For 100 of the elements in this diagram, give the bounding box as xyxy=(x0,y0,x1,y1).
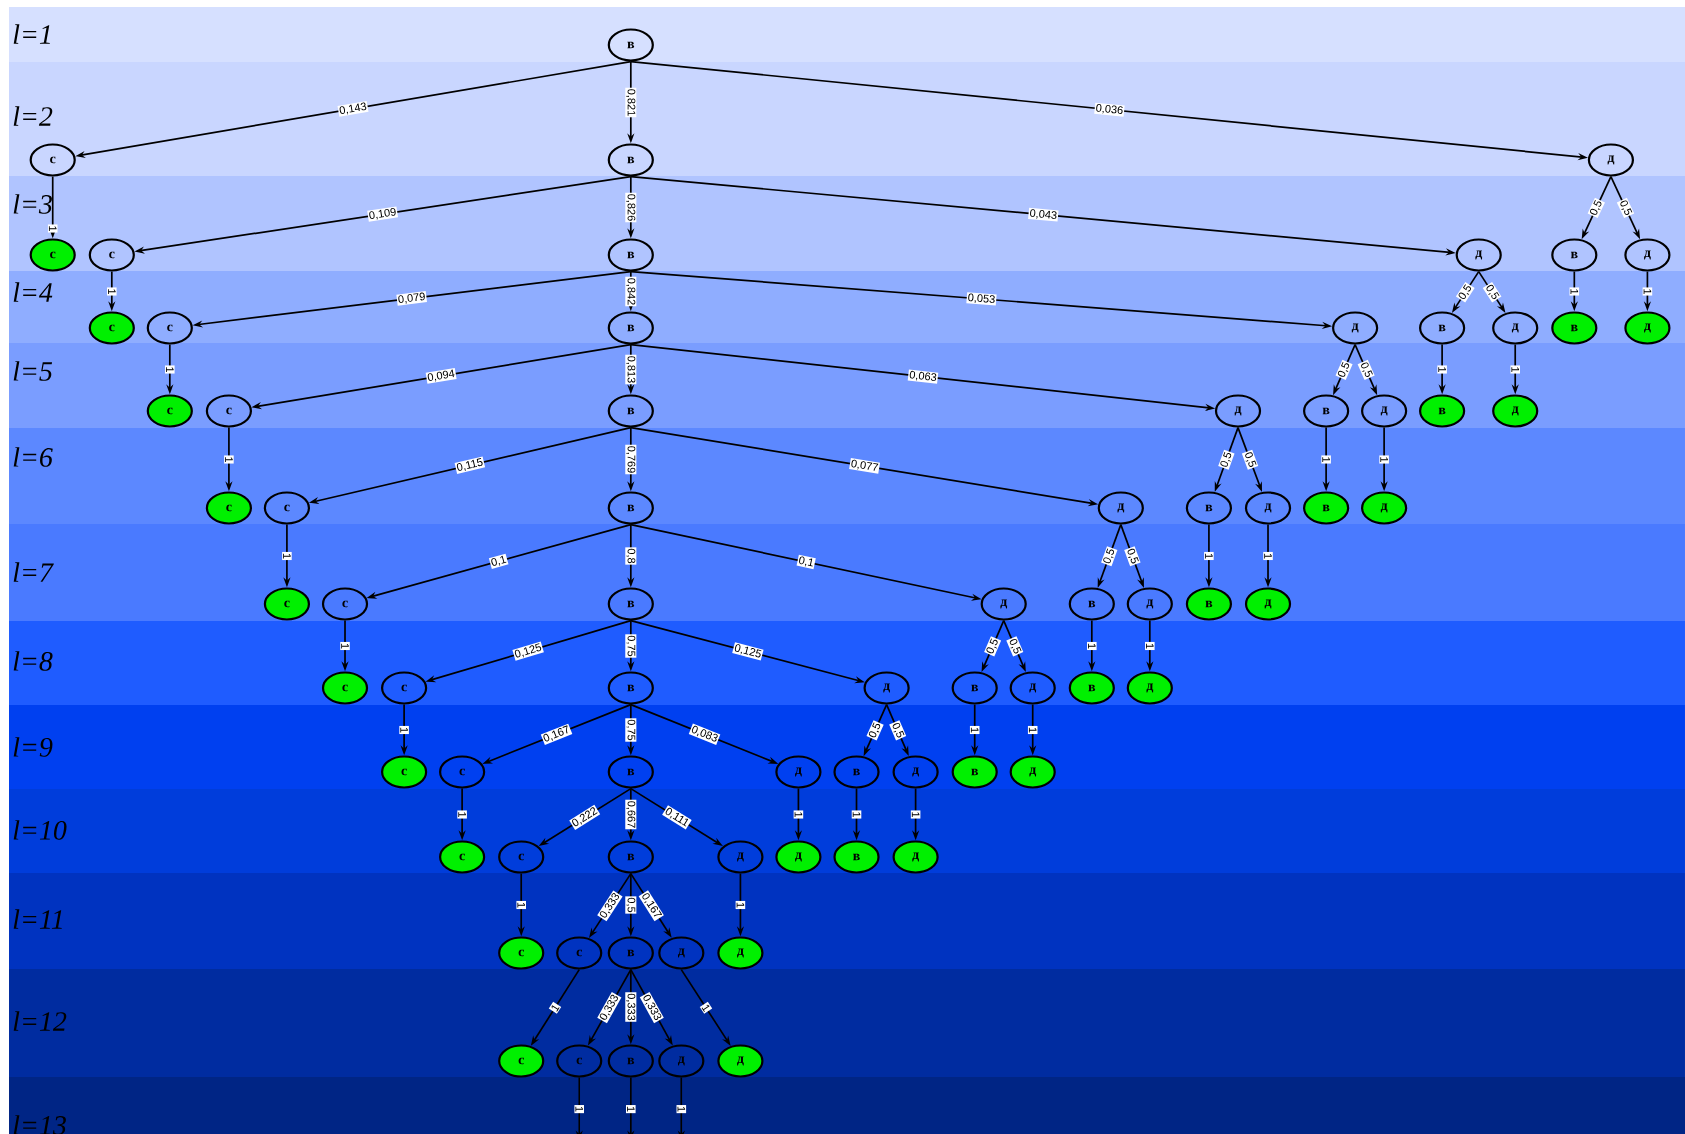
state-node: в xyxy=(607,394,654,428)
edge-label: 1 xyxy=(1027,725,1038,735)
state-node: д xyxy=(1455,238,1502,272)
leaf-node: с xyxy=(263,587,310,621)
state-node: с xyxy=(556,936,603,970)
state-node: д xyxy=(1624,238,1671,272)
state-node: д xyxy=(1097,491,1144,525)
edge-label: 1 xyxy=(910,810,921,819)
leaf-node: в xyxy=(1185,587,1232,621)
edge-label: 0,842 xyxy=(625,276,637,307)
edge-label: 1 xyxy=(1569,287,1580,296)
state-node: д xyxy=(892,755,939,789)
edge-label: 0,125 xyxy=(512,641,544,661)
leaf-node: д xyxy=(1244,587,1292,621)
state-node: в xyxy=(607,143,654,177)
edge-label: 0,053 xyxy=(966,292,997,306)
edge-label: 0,5 xyxy=(1455,282,1475,303)
leaf-node: с xyxy=(381,755,428,789)
leaf-node: в xyxy=(833,840,880,874)
edge-label: 1 xyxy=(676,1105,687,1114)
state-node: д xyxy=(658,1044,705,1078)
edge-label: 1 xyxy=(224,455,234,464)
state-node: в xyxy=(607,238,654,272)
leaf-node: в xyxy=(1303,491,1350,525)
edge-label: 1 xyxy=(1510,365,1520,374)
leaf-node: с xyxy=(498,936,545,970)
edge-label: 1 xyxy=(969,725,980,735)
edge-label: 0,769 xyxy=(625,444,637,475)
level-label: l=9 xyxy=(13,737,53,757)
edge-label: 1 xyxy=(1642,287,1653,296)
edge-label: 0,826 xyxy=(625,192,637,223)
state-node: в xyxy=(1303,394,1350,428)
edge-label: 0,667 xyxy=(625,799,637,830)
state-node: в xyxy=(607,840,654,874)
edge-label: 0,079 xyxy=(396,291,427,306)
state-node: в xyxy=(607,755,654,789)
edge-label: 1 xyxy=(516,900,526,910)
level-label: l=5 xyxy=(13,361,53,381)
level-label: l=3 xyxy=(13,194,52,214)
leaf-node: с xyxy=(498,1044,545,1078)
edge-label: 0,821 xyxy=(625,87,637,118)
state-node: в xyxy=(607,28,654,62)
leaf-node: с xyxy=(321,671,369,705)
edge-label: 0,5 xyxy=(1482,282,1502,303)
edge-label: 0,1 xyxy=(796,554,816,570)
state-node: д xyxy=(1332,311,1379,345)
edge-label: 0,5 xyxy=(1218,449,1235,470)
level-label: l=2 xyxy=(13,106,53,126)
leaf-node: д xyxy=(1624,311,1671,345)
edge-label: 1 xyxy=(1437,365,1447,374)
edge-label: 0,5 xyxy=(889,720,907,741)
edge-label: 0,143 xyxy=(337,100,369,117)
leaf-node: с xyxy=(29,238,76,272)
state-node: в xyxy=(607,587,654,621)
level-label: l=7 xyxy=(13,562,54,582)
state-node: в xyxy=(1185,491,1232,525)
state-node: д xyxy=(1244,491,1292,525)
edge-label: 0,5 xyxy=(866,720,884,741)
edge-label: 0,083 xyxy=(688,723,721,745)
state-node: в xyxy=(951,671,998,705)
level-label: l=13 xyxy=(13,1115,66,1134)
edge-label: 1 xyxy=(340,641,350,651)
edge-label: 0,5 xyxy=(1357,359,1375,380)
state-node: д xyxy=(1587,143,1634,177)
edge-label: 1 xyxy=(399,725,409,735)
state-node: д xyxy=(1214,394,1262,428)
state-node: д xyxy=(1361,394,1408,428)
state-node: д xyxy=(863,671,910,705)
state-node: д xyxy=(717,840,764,874)
leaf-node: в xyxy=(951,755,998,789)
state-node: в xyxy=(1068,587,1115,621)
leaf-node: д xyxy=(717,1044,764,1078)
leaf-node: в xyxy=(1551,311,1598,345)
edge-label: 0,125 xyxy=(732,642,764,661)
leaf-node: д xyxy=(717,936,764,970)
leaf-node: с xyxy=(205,491,252,525)
edge-label: 1 xyxy=(1204,551,1214,561)
edge-label: 1 xyxy=(165,365,175,374)
edge-label: 0,063 xyxy=(907,369,939,384)
leaf-node: д xyxy=(1361,491,1408,525)
edge-label: 0,75 xyxy=(625,718,637,742)
edge-label: 0,5 xyxy=(625,896,637,914)
state-node: в xyxy=(1419,311,1466,345)
state-node: д xyxy=(775,755,822,789)
state-node: д xyxy=(980,587,1027,621)
state-node: с xyxy=(439,755,486,789)
leaf-node: д xyxy=(1009,755,1056,789)
edge-label: 0,8 xyxy=(625,547,637,565)
edge-label: 1 xyxy=(699,1001,713,1014)
edge-label: 0,5 xyxy=(1006,636,1024,657)
state-node: с xyxy=(205,394,252,428)
state-node: в xyxy=(833,755,880,789)
edge-label: 0,115 xyxy=(454,456,486,474)
edge-label: 0,043 xyxy=(1028,207,1059,222)
edge-label: 1 xyxy=(548,1001,562,1014)
leaf-node: с xyxy=(146,394,193,428)
edge-label: 0,077 xyxy=(849,458,880,474)
edge-label: 1 xyxy=(851,810,862,819)
state-node: с xyxy=(556,1044,603,1078)
edge-label: 1 xyxy=(457,810,467,819)
